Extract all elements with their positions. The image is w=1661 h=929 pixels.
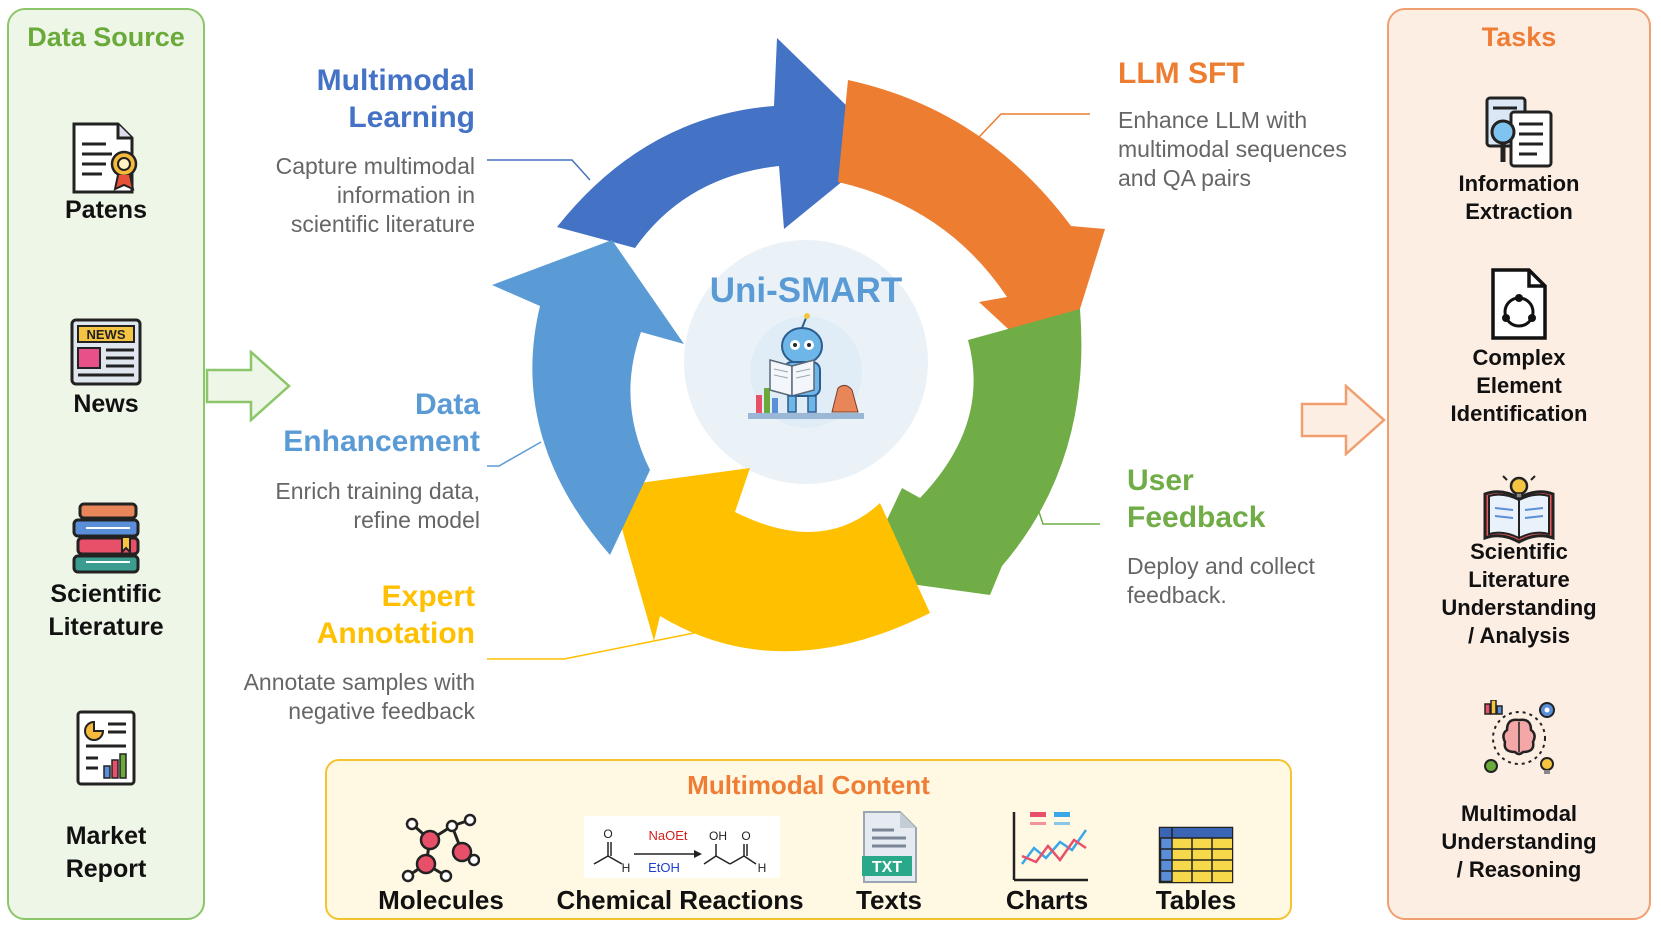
tasks-title: Tasks: [1481, 22, 1557, 52]
multimodal-content-title: Multimodal Content: [687, 770, 930, 800]
center-title: Uni-SMART: [710, 271, 902, 310]
content-label-charts: Charts: [1005, 885, 1089, 915]
training-cycle-diagram: Uni-SMART: [487, 38, 1105, 660]
molecule-icon: [401, 813, 480, 883]
newspaper-icon: NEWS: [70, 318, 142, 386]
svg-text:NEWS: NEWS: [87, 327, 126, 342]
source-label-patents: Patens: [65, 196, 147, 224]
cycle-arrow-multimodal-learning: [557, 38, 887, 248]
content-label-chemical-reactions: Chemical Reactions: [556, 885, 804, 915]
cycle-arrow-data-enhancement: [492, 240, 684, 555]
reactant-atom-o: O: [603, 827, 612, 841]
table-icon: [1158, 826, 1234, 884]
product-atom-o: O: [741, 829, 750, 843]
source-label-news: News: [73, 390, 139, 418]
cycle-arrow-llm-sft: [838, 80, 1105, 376]
txt-badge: TXT: [872, 859, 902, 876]
connector-expert-annotation: [487, 626, 725, 660]
cycle-arrow-user-feedback: [860, 309, 1082, 595]
product-oh: OH: [709, 829, 727, 843]
reactant-atom-h: H: [622, 861, 631, 875]
stage-desc-data-enhancement: Enrich training data,refine model: [275, 478, 480, 533]
open-book-idea-icon: [1483, 475, 1555, 544]
books-icon: [72, 502, 140, 574]
content-label-texts: Texts: [856, 885, 922, 915]
brain-reasoning-icon: [1484, 700, 1555, 774]
connector-data-enhancement: [487, 441, 542, 467]
patent-certificate-icon: [72, 122, 138, 194]
content-label-tables: Tables: [1155, 885, 1237, 915]
line-chart-icon: [1012, 812, 1088, 882]
cycle-arrow-expert-annotation: [610, 468, 930, 652]
output-flow-arrow: [1300, 384, 1386, 456]
input-flow-arrow: [205, 350, 291, 422]
robot-reading-icon: [748, 313, 864, 428]
stage-title-llm-sft: LLM SFT: [1118, 57, 1245, 90]
reaction-scheme-icon: O H NaOEt EtOH OH O H: [584, 816, 780, 878]
multimodal-content-panel: [325, 759, 1292, 920]
txt-file-icon: TXT: [862, 811, 917, 883]
report-chart-icon: [76, 710, 136, 786]
connector-multimodal-learning: [487, 159, 591, 181]
content-label-molecules: Molecules: [378, 885, 504, 915]
product-atom-h: H: [758, 861, 767, 875]
reagent-bottom: EtOH: [648, 860, 680, 875]
reagent-top: NaOEt: [648, 828, 687, 843]
document-graph-icon: [1491, 268, 1547, 340]
document-search-icon: [1485, 96, 1553, 168]
data-source-title: Data Source: [27, 22, 185, 52]
